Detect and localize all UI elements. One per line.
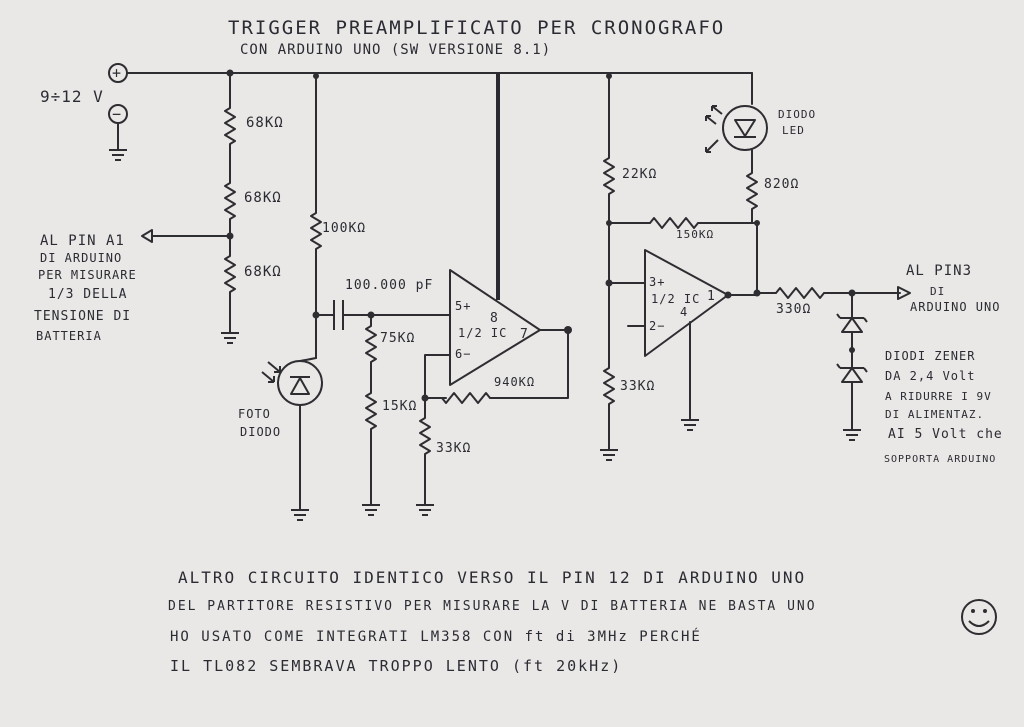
ground-symbol-zener (842, 429, 862, 441)
smiley-icon (961, 599, 997, 635)
ground-symbol-33k-left (415, 504, 435, 516)
resistor-68k-3 (224, 247, 236, 299)
opamp2-pin2: 2− (649, 319, 665, 333)
led-diode (705, 105, 768, 153)
opamp-2 (644, 249, 729, 357)
label-r68-1: 68KΩ (246, 115, 284, 131)
label-r68-2: 68KΩ (244, 190, 282, 206)
label-r33k-left: 33KΩ (436, 441, 471, 456)
title-line1: TRIGGER PREAMPLIFICATO PER CRONOGRAFO (228, 17, 725, 39)
note-line-3: HO USATO COME INTEGRATI LM358 CON ft di … (170, 628, 702, 645)
svg-text:DA 2,4 Volt: DA 2,4 Volt (885, 369, 975, 383)
ground-symbol-divider (220, 332, 240, 344)
opamp2-half-label: 1/2 IC (651, 292, 700, 306)
opamp-1 (449, 269, 541, 386)
capacitor-100nf (333, 300, 344, 330)
label-capacitor: 100.000 pF (345, 278, 433, 293)
svg-text:FOTO: FOTO (238, 407, 271, 421)
label-r15k: 15KΩ (382, 399, 417, 414)
svg-text:AL PIN3: AL PIN3 (906, 263, 972, 279)
svg-text:AI 5 Volt che: AI 5 Volt che (888, 427, 1003, 442)
resistor-68k-2 (224, 174, 236, 226)
supply-plus-terminal: + (108, 63, 128, 83)
svg-text:DIODI ZENER: DIODI ZENER (885, 349, 975, 363)
resistor-33k-right (603, 359, 615, 411)
resistor-15k (365, 384, 377, 436)
svg-text:BATTERIA: BATTERIA (36, 329, 102, 343)
label-r330: 330Ω (776, 302, 811, 317)
svg-text:DI ALIMENTAZ.: DI ALIMENTAZ. (885, 408, 984, 421)
opamp1-half-label: 1/2 IC (458, 326, 507, 340)
svg-text:LED: LED (782, 124, 805, 137)
opamp2-pin1: 1 (707, 289, 716, 304)
svg-text:DI: DI (930, 285, 945, 298)
svg-text:A RIDURRE I 9V: A RIDURRE I 9V (885, 390, 992, 403)
label-r100k: 100KΩ (322, 221, 366, 236)
resistor-68k-1 (224, 99, 236, 151)
photodiode-label: FOTO DIODO (238, 407, 281, 439)
minus-symbol: − (112, 105, 122, 123)
note-line-4: IL TL082 SEMBRAVA TROPPO LENTO (ft 20kHz… (170, 657, 622, 675)
note-line-1: ALTRO CIRCUITO IDENTICO VERSO IL PIN 12 … (178, 568, 806, 587)
resistor-940k (441, 392, 491, 404)
label-r820: 820Ω (764, 177, 799, 192)
pin3-label: AL PIN3 DI ARDUINO UNO (906, 263, 1000, 314)
label-r68-3: 68KΩ (244, 264, 282, 280)
label-r940k: 940KΩ (494, 375, 535, 389)
label-r75k: 75KΩ (380, 331, 415, 346)
note-line-2: DEL PARTITORE RESISTIVO PER MISURARE LA … (168, 599, 817, 614)
svg-text:AL PIN A1: AL PIN A1 (40, 233, 125, 249)
ground-symbol-supply (108, 149, 128, 161)
resistor-100k (310, 204, 322, 256)
svg-text:DI ARDUINO: DI ARDUINO (40, 251, 122, 265)
svg-text:ARDUINO UNO: ARDUINO UNO (910, 300, 1000, 314)
svg-text:TENSIONE DI: TENSIONE DI (34, 309, 131, 324)
resistor-33k-left (419, 409, 431, 461)
svg-text:DIODO: DIODO (778, 108, 816, 121)
ground-symbol-33k-right (599, 449, 619, 461)
label-r33k-right: 33KΩ (620, 379, 655, 394)
resistor-75k (365, 317, 377, 369)
label-r22k: 22KΩ (622, 167, 657, 182)
opamp1-pin7: 7 (520, 327, 529, 342)
opamp2-pin4: 4 (680, 305, 688, 319)
opamp1-pin6: 6− (455, 347, 471, 361)
svg-text:DIODO: DIODO (240, 425, 281, 439)
zener-diode-1 (836, 313, 868, 333)
svg-text:PER MISURARE: PER MISURARE (38, 268, 137, 282)
opamp1-pin8: 8 (490, 311, 499, 326)
title-line2: CON ARDUINO UNO (SW VERSIONE 8.1) (240, 42, 551, 58)
zener-diode-2 (836, 363, 868, 383)
opamp2-pin3: 3+ (649, 275, 665, 289)
supply-minus-terminal: − (108, 104, 128, 124)
svg-text:1/3 DELLA: 1/3 DELLA (48, 287, 127, 302)
svg-text:SOPPORTA ARDUINO: SOPPORTA ARDUINO (884, 454, 996, 465)
ground-symbol-opamp2 (680, 419, 700, 431)
photodiode (261, 360, 323, 406)
led-label: DIODO LED (778, 108, 816, 137)
ground-symbol-photodiode (290, 509, 310, 521)
resistor-150k (649, 217, 699, 229)
resistor-820 (746, 164, 758, 216)
plus-symbol: + (112, 64, 122, 82)
pin-a1-label: AL PIN A1 DI ARDUINO PER MISURARE 1/3 DE… (34, 233, 137, 343)
supply-voltage-label: 9÷12 V (40, 87, 104, 106)
opamp1-pin5: 5+ (455, 299, 471, 313)
resistor-330 (775, 287, 825, 299)
resistor-22k (603, 149, 615, 201)
zener-label: DIODI ZENER DA 2,4 Volt A RIDURRE I 9V D… (884, 349, 1003, 465)
label-r150k: 150KΩ (676, 228, 714, 241)
ground-symbol-15k (361, 504, 381, 516)
